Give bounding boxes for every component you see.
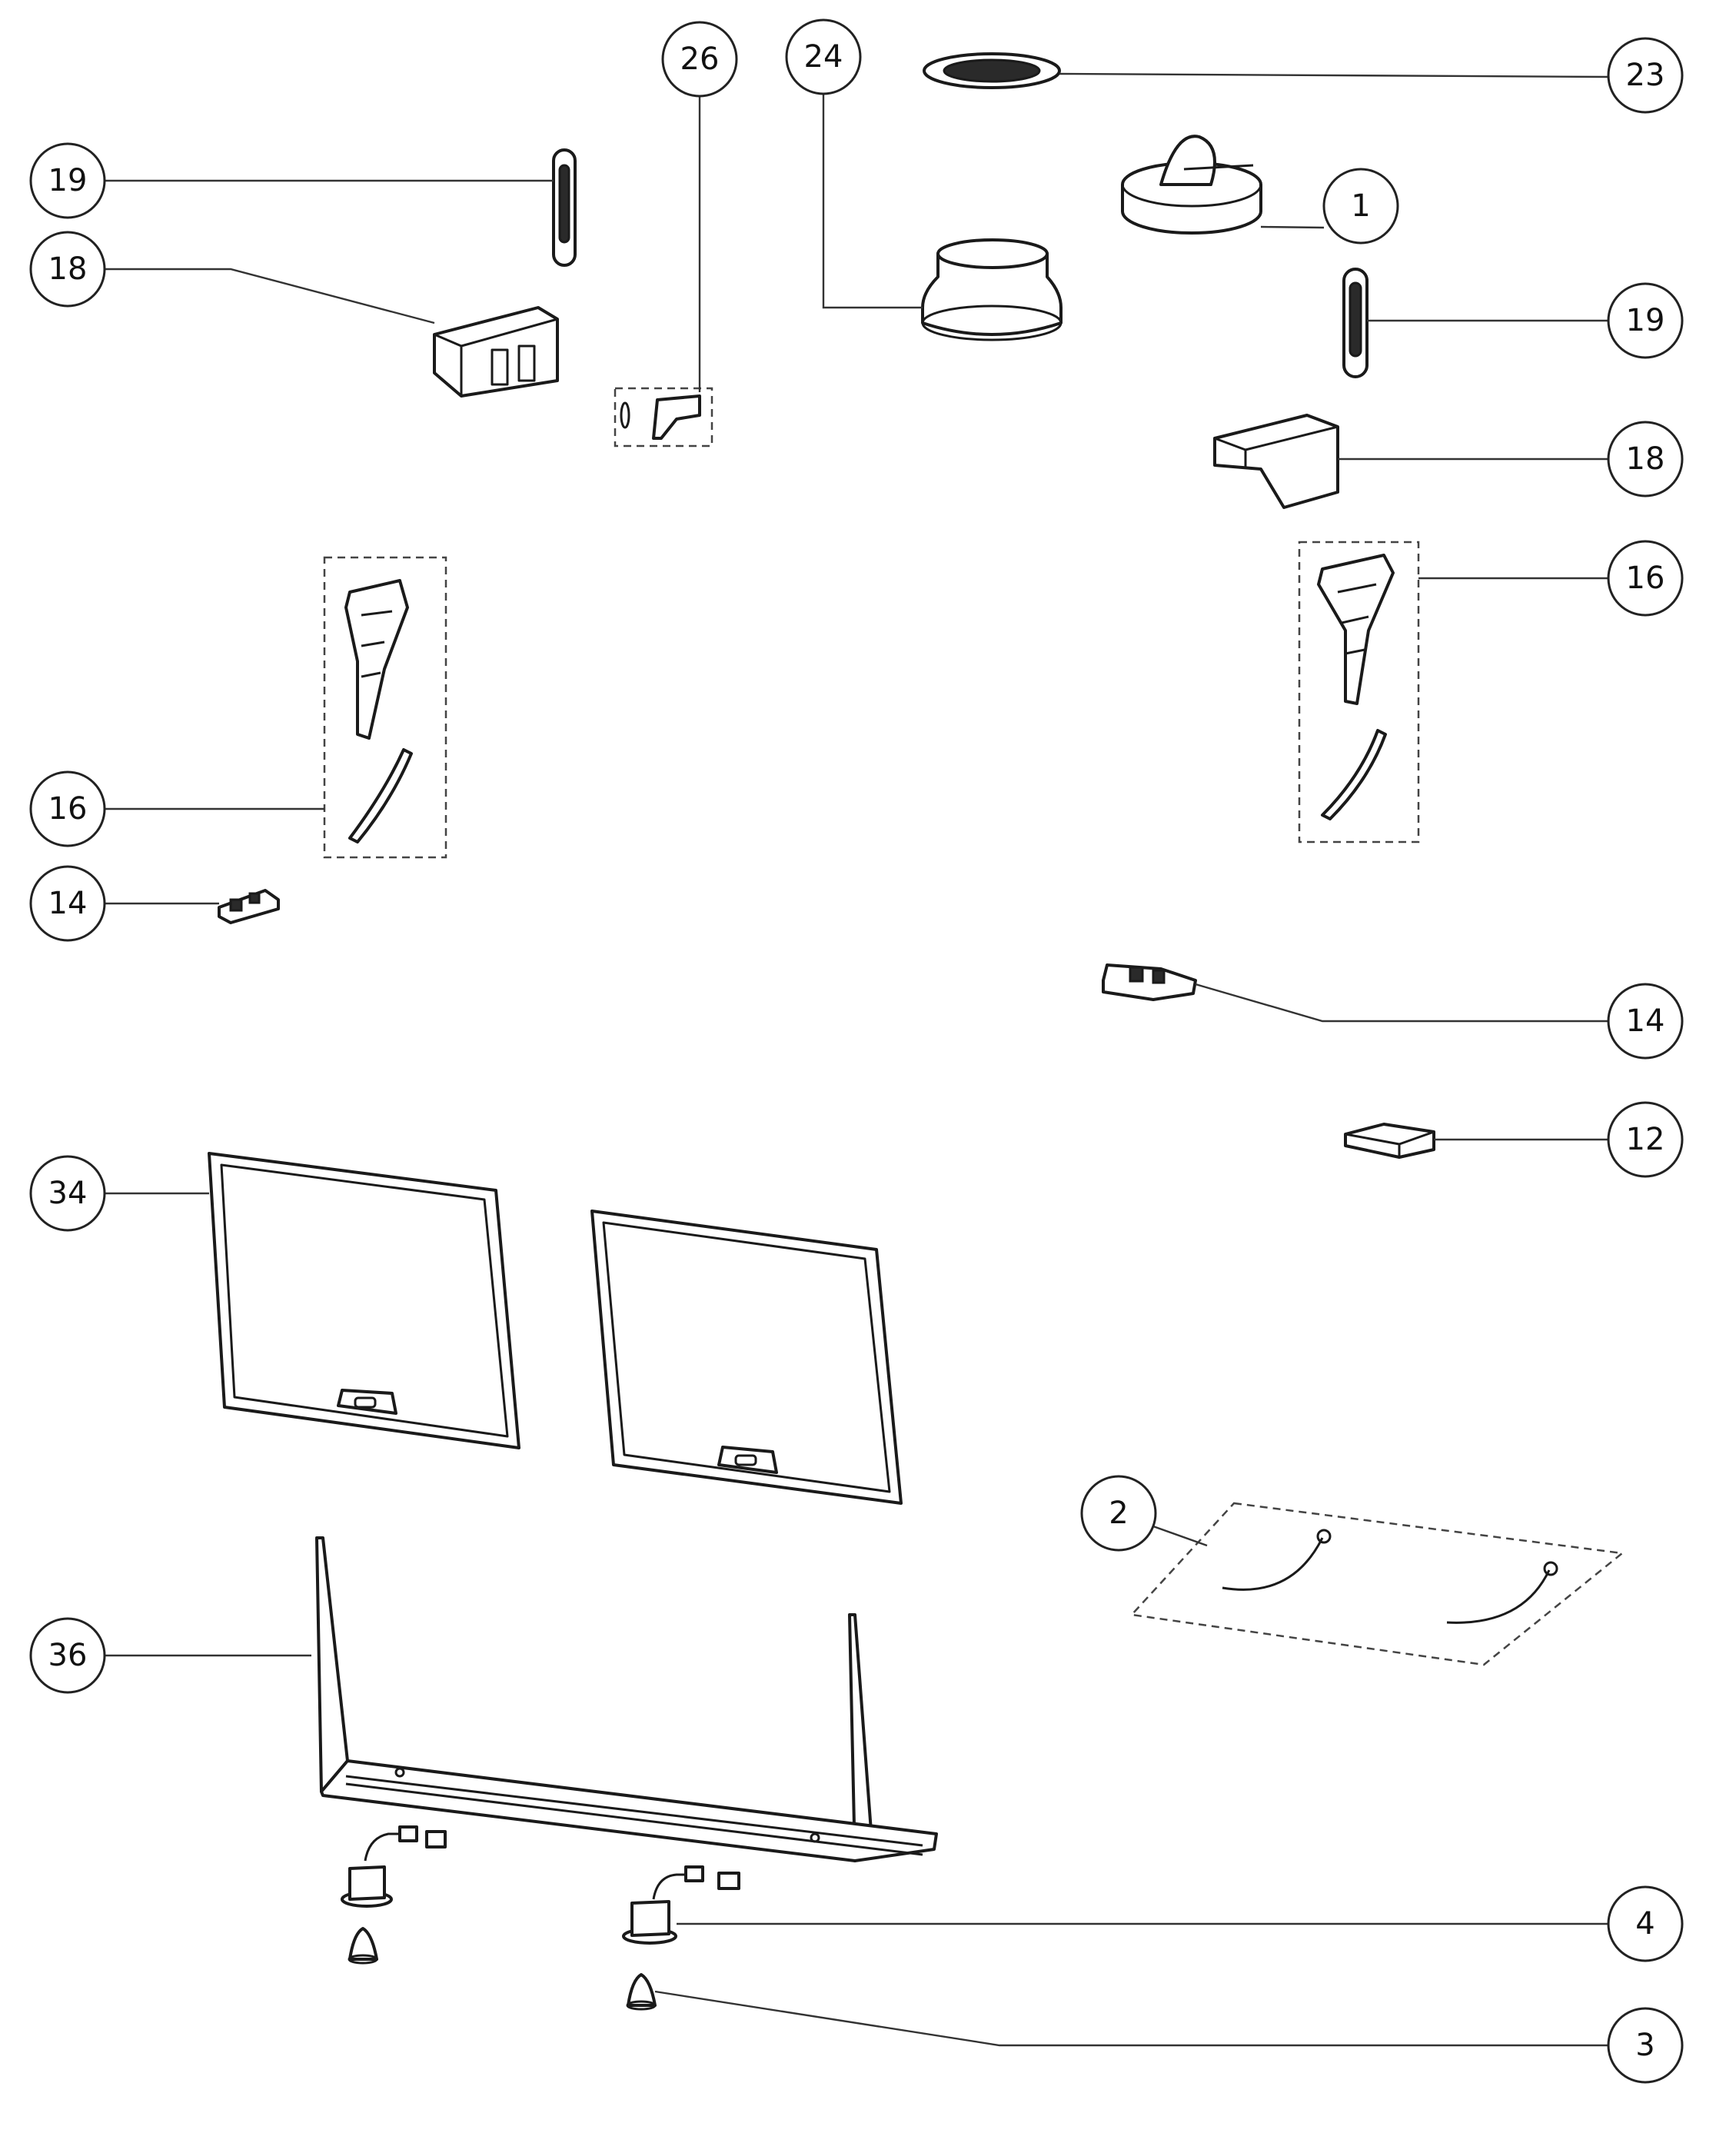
- leader-1: [1260, 225, 1325, 229]
- part-19-left-slide-clip: [552, 148, 577, 267]
- leader-lines: [105, 72, 1609, 2047]
- part-36-stand-frame: [315, 1536, 938, 1862]
- callout-16-left-label: 16: [48, 791, 88, 827]
- callout-36: 36: [29, 1617, 106, 1694]
- callout-3-label: 3: [1635, 2028, 1655, 2063]
- callout-14-right: 14: [1607, 983, 1684, 1060]
- part-18-right-mounting-bracket: [1213, 414, 1339, 509]
- callout-4: 4: [1607, 1885, 1684, 1962]
- callout-18-left-label: 18: [48, 251, 88, 287]
- callout-26: 26: [661, 21, 738, 98]
- callout-19-left: 19: [29, 142, 106, 219]
- part-4-caster-assemblies: [341, 1825, 740, 1945]
- callout-36-label: 36: [48, 1638, 88, 1673]
- callout-18-right: 18: [1607, 421, 1684, 497]
- callout-1: 1: [1322, 168, 1399, 245]
- callout-26-label: 26: [680, 42, 720, 77]
- callout-12-label: 12: [1626, 1122, 1665, 1157]
- part-14-left-latch: [218, 889, 280, 924]
- leader-2: [1152, 1525, 1208, 1547]
- callout-14-right-label: 14: [1626, 1003, 1665, 1039]
- callout-23-label: 23: [1626, 58, 1665, 93]
- callout-4-label: 4: [1635, 1906, 1655, 1942]
- callout-12: 12: [1607, 1101, 1684, 1178]
- callout-14-left: 14: [29, 865, 106, 942]
- part-1-damper-collar: [1121, 135, 1262, 235]
- part-14-right-latch: [1102, 963, 1197, 1001]
- part-12-pad: [1344, 1123, 1435, 1159]
- callout-2: 2: [1080, 1475, 1157, 1552]
- leader-3: [654, 1990, 1608, 2047]
- callout-1-label: 1: [1351, 188, 1370, 224]
- callout-24: 24: [785, 18, 862, 95]
- callout-23: 23: [1607, 37, 1684, 114]
- part-24-duct-adaptor: [921, 238, 1063, 341]
- callout-19-left-label: 19: [48, 163, 88, 198]
- leader-18-left: [105, 268, 435, 324]
- part-34-filter-screens: [208, 1152, 903, 1505]
- part-26-clip-group: [614, 387, 713, 448]
- callout-34: 34: [29, 1155, 106, 1232]
- callout-18-right-label: 18: [1626, 441, 1665, 477]
- part-23-gasket-ring: [923, 52, 1061, 89]
- callout-16-left: 16: [29, 770, 106, 847]
- callout-24-label: 24: [804, 39, 843, 75]
- part-2-cable-group: [1129, 1502, 1625, 1666]
- callout-19-right: 19: [1607, 282, 1684, 359]
- part-18-left-mounting-bracket: [433, 306, 559, 398]
- callout-3: 3: [1607, 2007, 1684, 2084]
- part-16-left-guide-group: [323, 556, 447, 859]
- callout-19-right-label: 19: [1626, 303, 1665, 338]
- leader-24: [822, 92, 923, 309]
- part-19-right-slide-clip: [1342, 268, 1369, 378]
- callout-14-left-label: 14: [48, 886, 88, 921]
- part-16-right-guide-group: [1298, 541, 1420, 844]
- callout-34-label: 34: [48, 1176, 88, 1211]
- part-3-feet: [348, 1927, 657, 2011]
- leader-23: [1059, 72, 1609, 78]
- callout-18-left: 18: [29, 231, 106, 308]
- callout-2-label: 2: [1109, 1496, 1128, 1531]
- callout-16-right-label: 16: [1626, 561, 1665, 596]
- leader-14-right: [1195, 983, 1608, 1023]
- callout-16-right: 16: [1607, 540, 1684, 617]
